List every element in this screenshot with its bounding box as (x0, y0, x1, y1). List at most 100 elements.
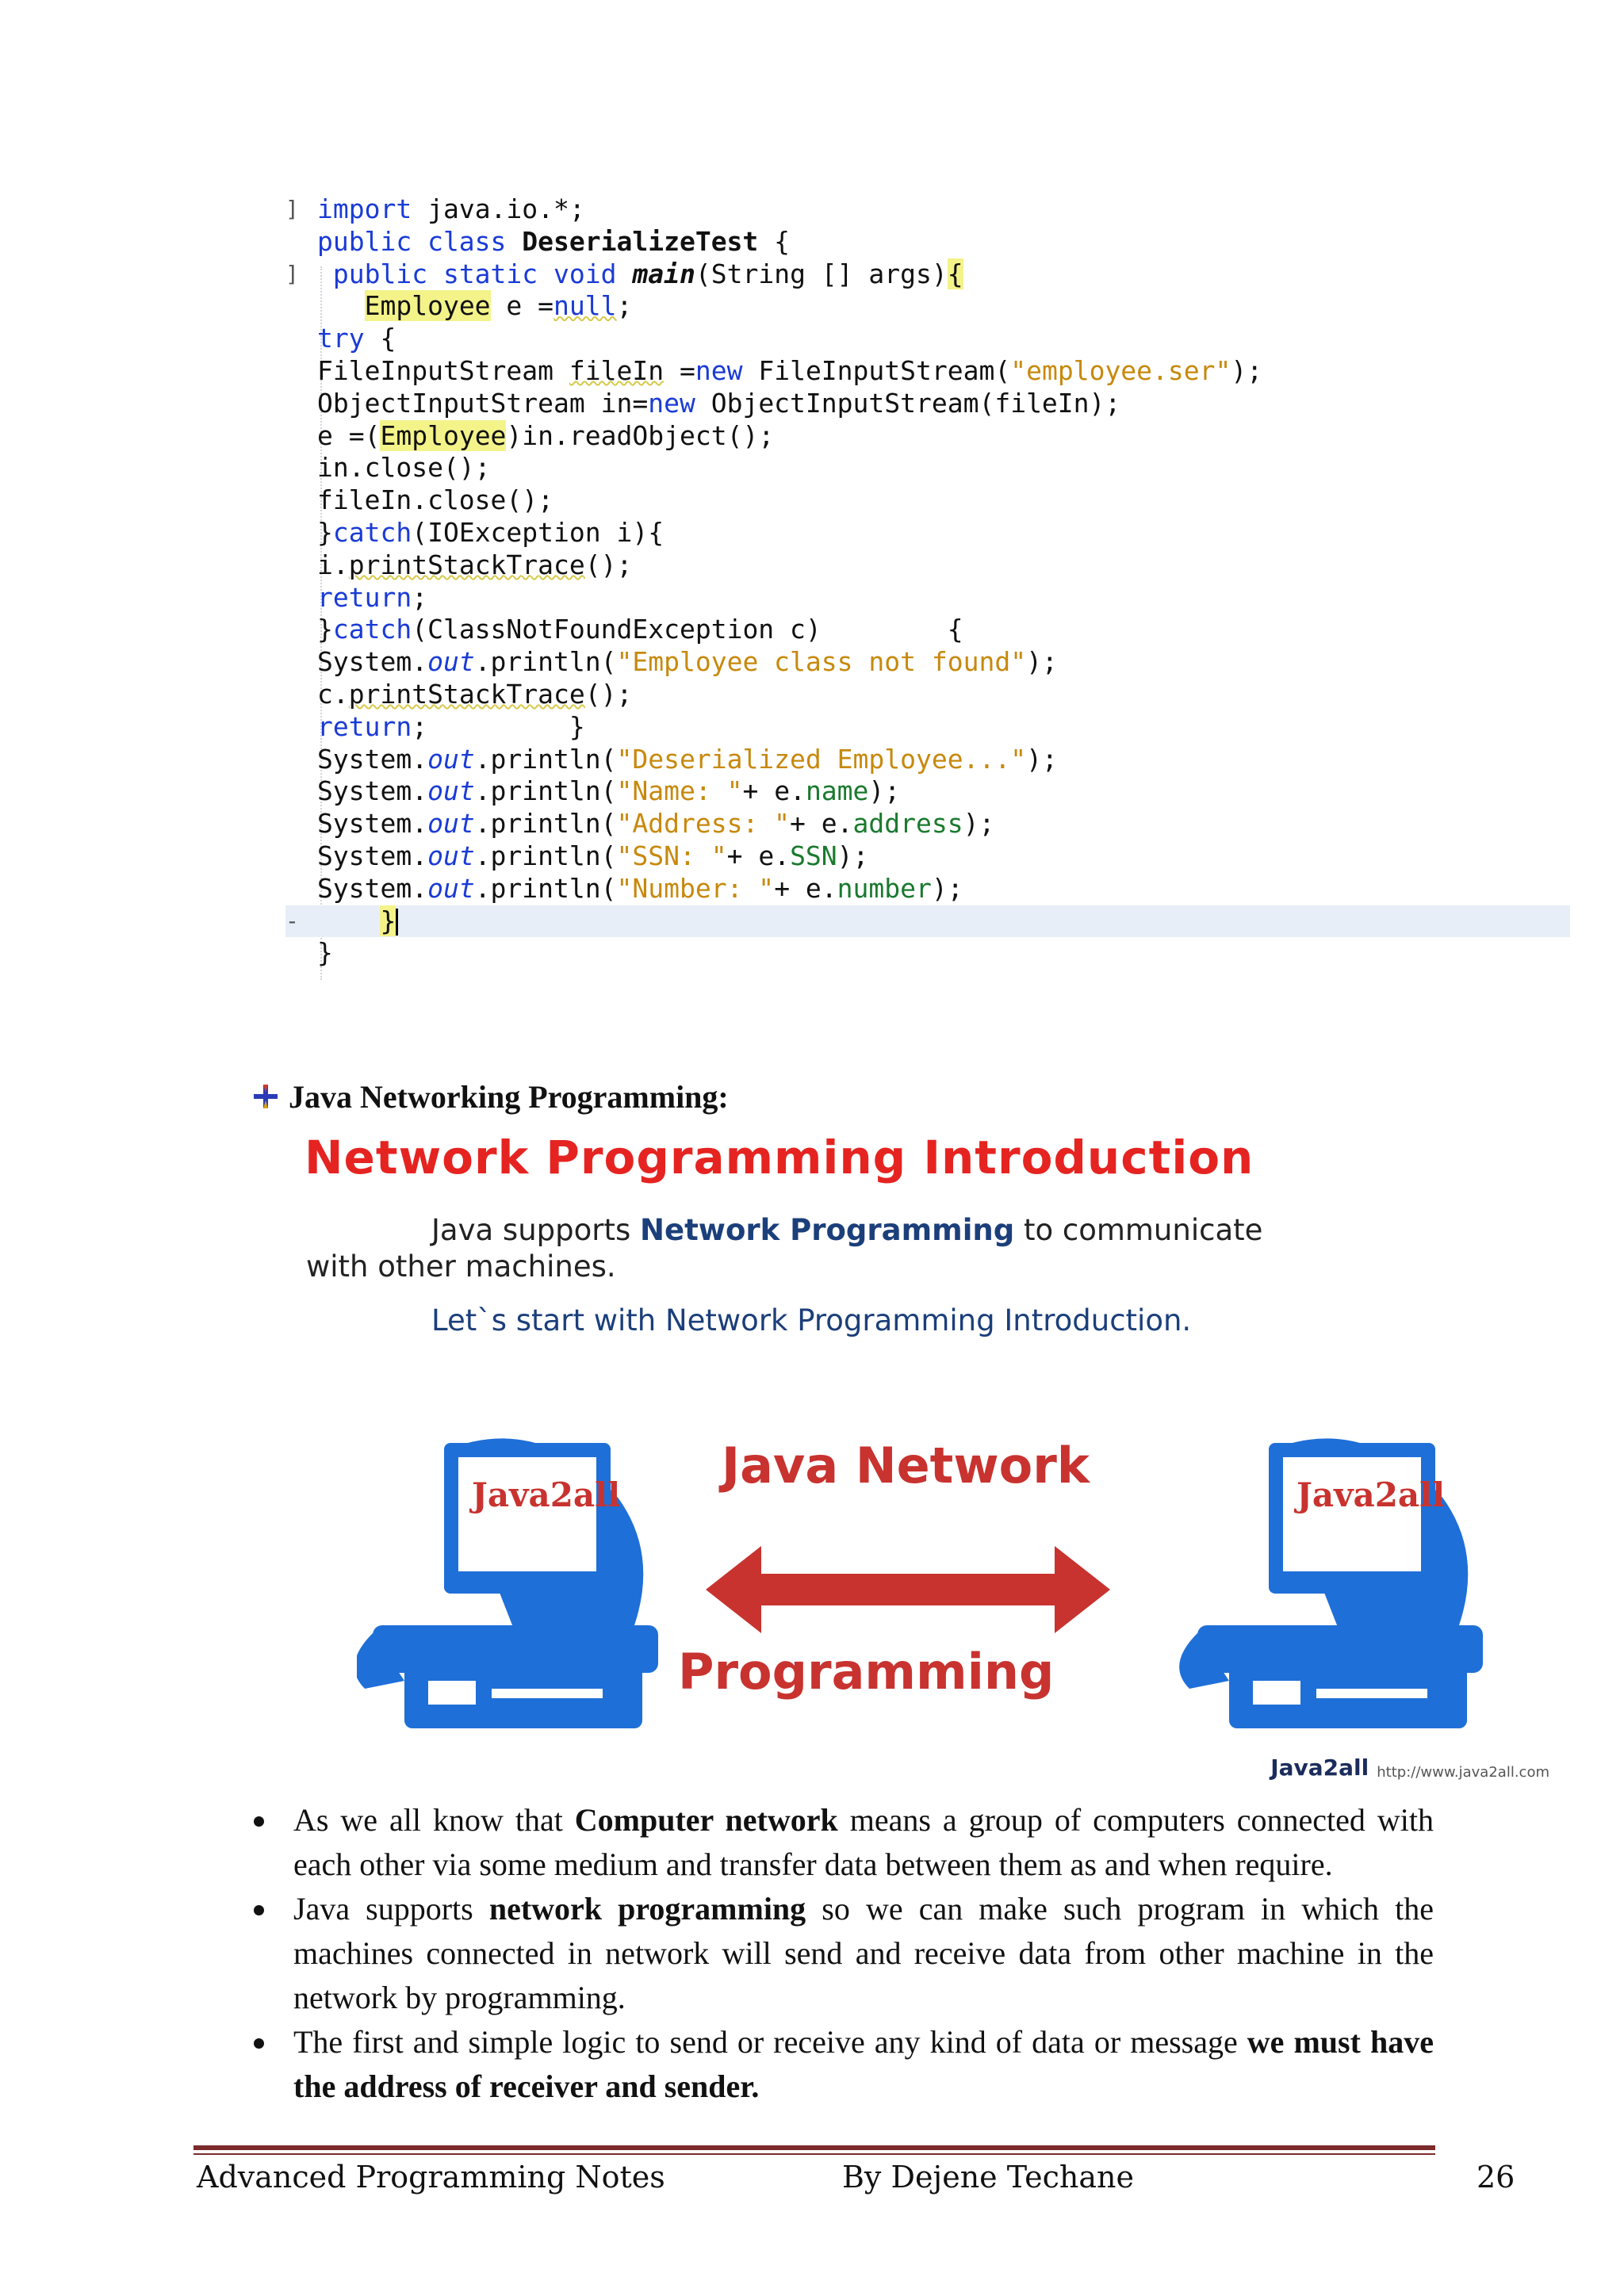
code-token: .println( (474, 872, 617, 904)
left-logo-text: Java2all (469, 1475, 620, 1514)
code-token: name (805, 775, 869, 807)
code-token: java.io.*; (412, 193, 585, 224)
code-line: System.out.println("Address: "+ e.addres… (285, 808, 1570, 840)
code-token: "Employee class not found" (616, 646, 1027, 678)
code-line-text: return; } (317, 711, 585, 743)
code-token: .println( (474, 646, 617, 678)
code-token: "Name: " (616, 775, 743, 807)
code-token: (String [] args) (695, 258, 948, 289)
code-token: + e. (774, 872, 837, 904)
code-token: out (427, 872, 475, 904)
footer-author: By Dejene Techane (842, 2160, 1134, 2195)
code-line: System.out.println("Number: "+ e.number)… (285, 873, 1570, 905)
code-line: e =(Employee)in.readObject(); (285, 419, 1570, 452)
code-token: ); (1231, 355, 1263, 386)
code-token: return (317, 710, 412, 742)
code-line-text: in.close(); (317, 452, 491, 484)
double-arrow-icon (706, 1546, 1110, 1633)
code-token: Employee (380, 419, 507, 451)
body-text: Java supports (293, 1891, 489, 1927)
code-token: Employee (364, 290, 491, 322)
section-heading: Java Networking Programming: (252, 1077, 729, 1116)
code-line: - } (285, 905, 1570, 937)
bullet-arrow-icon (254, 1085, 278, 1108)
code-token: + e. (790, 808, 853, 840)
code-line-text: import java.io.*; (317, 193, 585, 225)
code-token: return (317, 581, 412, 613)
code-token: System. (317, 808, 428, 840)
code-token: = (664, 355, 695, 386)
code-token: fileIn.close(); (317, 484, 554, 516)
code-token: (); (584, 679, 633, 710)
code-token: "SSN: " (616, 840, 727, 871)
art-title: Java Network (718, 1437, 1091, 1494)
code-token: System. (317, 775, 428, 807)
code-line-text: System.out.println("Name: "+ e.name); (317, 775, 900, 807)
code-token: import (317, 193, 412, 224)
code-token: "Deserialized Employee..." (616, 743, 1027, 775)
code-token: null (553, 290, 617, 322)
code-line: return; (285, 582, 1570, 614)
code-line-text: } (317, 905, 399, 937)
code-token: } (317, 614, 333, 645)
body-text: so we can make such program in which the… (293, 1891, 1434, 2015)
code-token: { (364, 323, 396, 354)
right-computer-icon: Java2all (1179, 1438, 1483, 1728)
code-token: address (852, 808, 963, 840)
code-line-text: fileIn.close(); (317, 484, 553, 516)
code-token: ); (1026, 743, 1058, 775)
list-item: The first and simple logic to send or re… (252, 2020, 1434, 2109)
code-token: { (947, 258, 963, 289)
code-line-text: i.printStackTrace(); (317, 549, 632, 581)
code-line: fileIn.close(); (285, 484, 1570, 516)
code-line-text: public class DeserializeTest { (317, 226, 790, 258)
code-line: System.out.println("SSN: "+ e.SSN); (285, 840, 1570, 872)
bullet-dot-icon (254, 2038, 264, 2049)
code-token: ); (868, 775, 901, 807)
credit-url: http://www.java2all.com (1377, 1764, 1549, 1781)
fold-marker: - (285, 907, 299, 934)
code-listing: ] import java.io.*;public class Deseriali… (285, 193, 1570, 980)
code-token: e =( (317, 419, 381, 451)
code-token: .println( (474, 808, 617, 840)
emphasis-text: network programming (488, 1891, 806, 1927)
code-token: out (427, 840, 475, 871)
code-line: }catch(IOException i){ (285, 517, 1570, 549)
code-token: ObjectInputStream in= (317, 387, 649, 419)
banner-line3: Let`s start with Network Programming Int… (431, 1303, 1192, 1337)
code-token: ); (931, 872, 963, 904)
code-line: System.out.println("Name: "+ e.name); (285, 775, 1570, 807)
section-heading-text: Java Networking Programming: (289, 1078, 729, 1115)
code-token: (); (584, 549, 633, 580)
body-text: means a group of computers connected wit… (293, 1802, 1434, 1882)
page-number: 26 (1477, 2160, 1515, 2195)
code-line: System.out.println("Employee class not f… (285, 646, 1570, 678)
code-line-text: e =(Employee)in.readObject(); (317, 419, 774, 452)
code-token: System. (317, 840, 428, 871)
code-line: } (285, 937, 1570, 969)
code-indent (317, 290, 365, 321)
code-token: + e. (726, 840, 791, 871)
code-token: .println( (474, 775, 617, 807)
code-token: ; (616, 290, 633, 322)
image-credit: Java2all http://www.java2all.com (1270, 1755, 1549, 1781)
banner-title: Network Programming Introduction (304, 1131, 1254, 1184)
code-token: DeserializeTest (522, 225, 759, 257)
code-line-text: Employee e =null; (317, 290, 632, 322)
code-line: Employee e =null; (285, 290, 1570, 322)
code-token: } (317, 517, 333, 548)
code-line: c.printStackTrace(); (285, 679, 1570, 710)
code-line: return; } (285, 711, 1570, 743)
code-token: System. (317, 646, 428, 678)
code-token: (IOException i){ (412, 517, 665, 548)
art-subtitle: Programming (678, 1643, 1054, 1701)
banner-line1-pre: Java supports (431, 1213, 641, 1247)
code-token: number (837, 872, 932, 904)
list-item: Java supports network programming so we … (252, 1887, 1434, 2020)
fold-marker: ] (285, 196, 299, 222)
list-item: As we all know that Computer network mea… (252, 1798, 1434, 1887)
code-line-text: public static void main(String [] args){ (317, 258, 963, 290)
code-line: ObjectInputStream in=new ObjectInputStre… (285, 388, 1570, 419)
code-token: "Number: " (616, 872, 775, 904)
code-token: out (427, 808, 475, 840)
